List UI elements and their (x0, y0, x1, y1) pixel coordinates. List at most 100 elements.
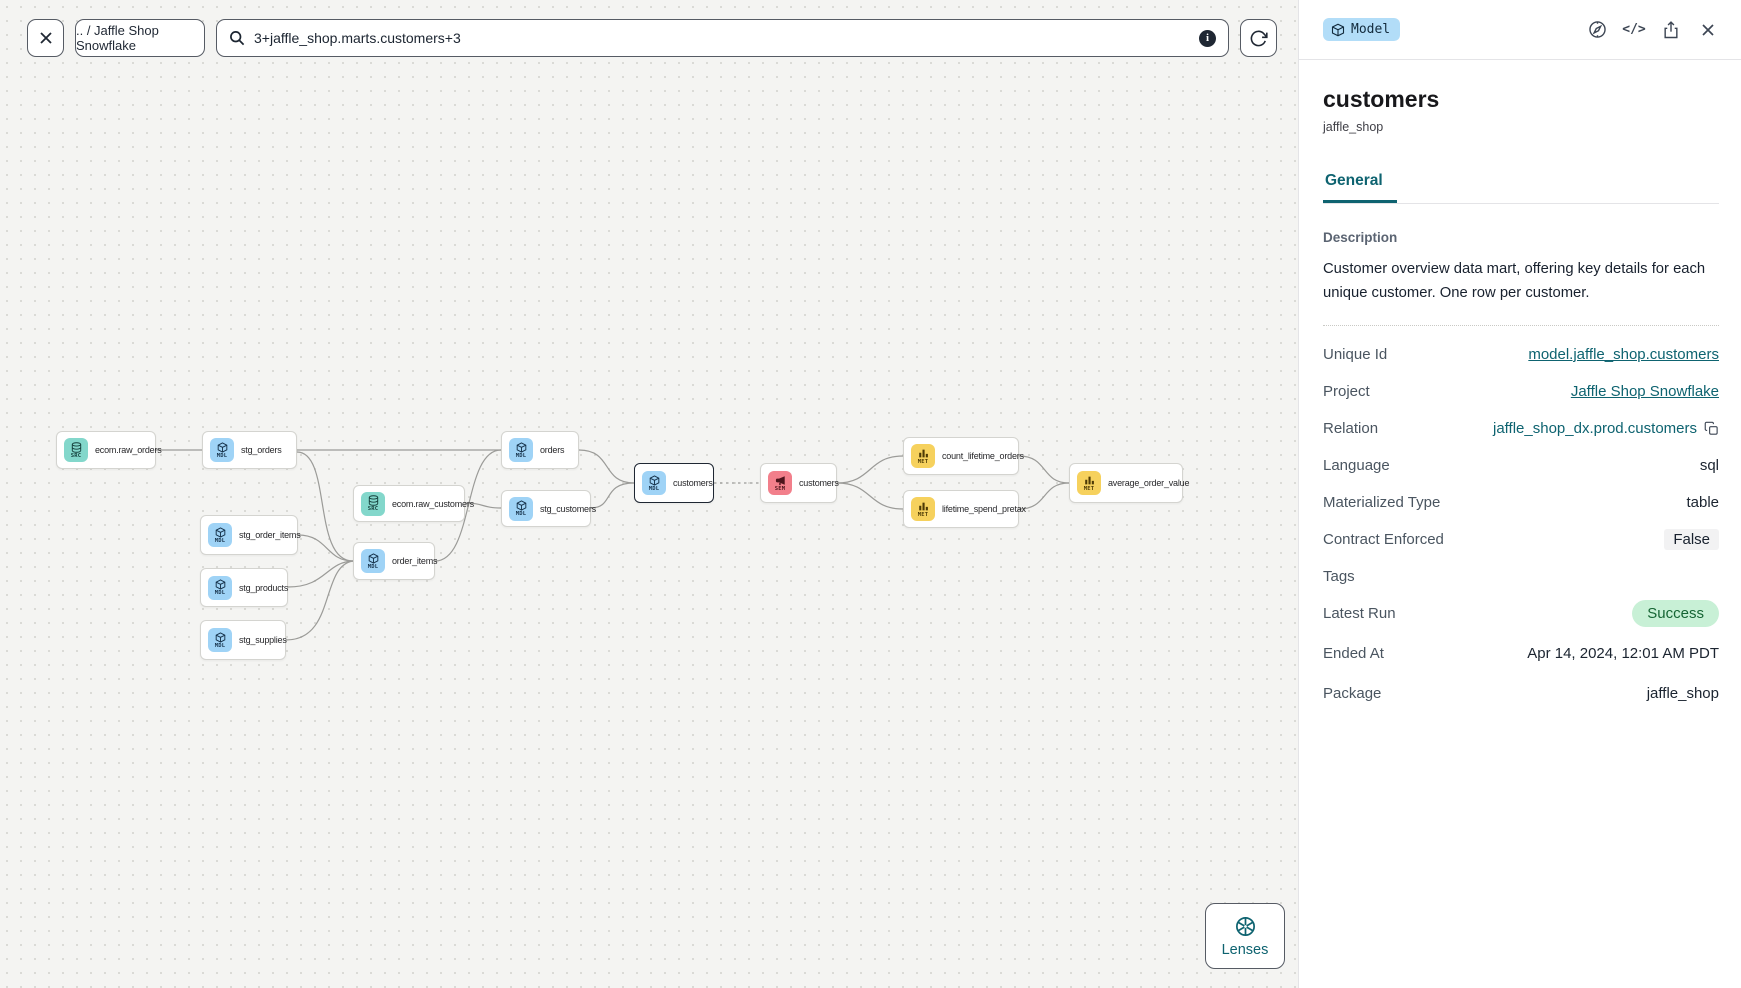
graph-edge (836, 455, 904, 484)
node-label: average_order_value (1108, 478, 1190, 488)
close-icon (1702, 23, 1714, 36)
close-lineage-button[interactable] (27, 19, 64, 57)
mdl-icon: MDL (208, 575, 232, 600)
detail-row-contract-enforced: Contract Enforced False (1323, 521, 1719, 558)
detail-label: Package (1323, 684, 1382, 702)
graph-node-stg-supplies[interactable]: MDL stg_supplies (200, 620, 287, 660)
detail-row-tags: Tags (1323, 558, 1719, 595)
unique-id-link[interactable]: model.jaffle_shop.customers (1528, 345, 1719, 363)
graph-edge (285, 560, 354, 641)
breadcrumb-label: .. / Jaffle Shop Snowflake (76, 23, 159, 53)
node-label: stg_order_items (239, 530, 301, 540)
tab-general[interactable]: General (1323, 172, 1397, 203)
relation-value: jaffle_shop_dx.prod.customers (1492, 419, 1697, 437)
detail-label: Contract Enforced (1323, 530, 1444, 548)
description-text: Customer overview data mart, offering ke… (1323, 261, 1706, 301)
contract-badge: False (1664, 528, 1719, 550)
graph-edge (1018, 455, 1070, 484)
view-code-button[interactable]: </> (1622, 19, 1645, 41)
refresh-icon (1250, 30, 1268, 46)
graph-edge (1018, 482, 1070, 510)
detail-label: Latest Run (1323, 604, 1396, 622)
node-label: customers (799, 478, 839, 488)
lenses-aperture-icon (1235, 916, 1255, 936)
detail-value: jaffle_shop_dx.prod.customers (1493, 420, 1719, 437)
node-label: stg_orders (241, 445, 282, 455)
node-label: stg_products (239, 582, 289, 593)
node-label: ecom.raw_orders (95, 445, 162, 455)
node-label: count_lifetime_orders (942, 451, 1024, 461)
detail-row-language: Language sql (1323, 447, 1719, 484)
detail-label: Ended At (1323, 644, 1384, 662)
detail-row-project: Project Jaffle Shop Snowflake (1323, 373, 1719, 410)
lenses-button[interactable]: Lenses (1205, 903, 1285, 969)
detail-value: Jaffle Shop Snowflake (1571, 383, 1719, 400)
detail-label: Tags (1323, 567, 1355, 585)
node-label: stg_customers (540, 503, 596, 514)
node-label: customers (673, 478, 713, 488)
graph-node-ecom-raw-customers[interactable]: SRC ecom.raw_customers (353, 485, 474, 522)
search-icon (230, 31, 245, 46)
mdl-icon: MDL (361, 549, 385, 573)
graph-node-order-items[interactable]: MDL order_items (353, 542, 438, 580)
graph-node-ecom-raw-orders[interactable]: SRC ecom.raw_orders (56, 431, 162, 469)
description-label: Description (1323, 230, 1398, 245)
share-button[interactable] (1660, 19, 1682, 41)
page-title: customers (1323, 86, 1440, 112)
lineage-search[interactable]: i (216, 19, 1229, 57)
node-label: orders (540, 445, 565, 455)
search-input[interactable] (254, 30, 1190, 46)
met-icon: MET (911, 497, 935, 521)
copy-icon[interactable] (1704, 421, 1719, 436)
divider (1323, 324, 1719, 326)
close-panel-button[interactable] (1697, 19, 1719, 41)
lenses-label: Lenses (1221, 941, 1269, 958)
panel-header: Model </> (1299, 0, 1741, 60)
detail-value: sql (1699, 456, 1719, 474)
src-icon: SRC (361, 491, 385, 516)
explore-compass-button[interactable] (1586, 19, 1608, 41)
graph-node-count-lifetime-orders[interactable]: MET count_lifetime_orders (903, 437, 1024, 475)
met-icon: MET (1077, 471, 1101, 495)
graph-edge (296, 451, 354, 562)
mdl-icon: MDL (208, 628, 232, 652)
detail-label: Unique Id (1323, 345, 1388, 363)
graph-node-stg-order-items[interactable]: MDL stg_order_items (200, 515, 301, 555)
detail-row-relation: Relation jaffle_shop_dx.prod.customers (1323, 410, 1719, 447)
graph-node-stg-orders[interactable]: MDL stg_orders (202, 431, 297, 469)
detail-label: Project (1323, 382, 1370, 400)
node-label: stg_supplies (239, 635, 287, 645)
mdl-icon: MDL (210, 438, 234, 462)
breadcrumb[interactable]: .. / Jaffle Shop Snowflake (75, 19, 205, 57)
project-link[interactable]: Jaffle Shop Snowflake (1570, 382, 1719, 400)
node-label: ecom.raw_customers (392, 498, 474, 509)
panel-tabs: General (1323, 172, 1719, 204)
detail-label: Language (1323, 456, 1390, 474)
met-icon: MET (911, 444, 935, 468)
info-icon[interactable]: i (1199, 29, 1216, 47)
src-icon: SRC (64, 438, 88, 462)
detail-value: Success (1632, 599, 1719, 627)
detail-label: Relation (1323, 419, 1379, 437)
detail-label: Materialized Type (1323, 493, 1441, 511)
details-panel: Model </> customers jaffle_shop General … (1298, 0, 1741, 988)
refresh-button[interactable] (1240, 19, 1277, 57)
package-subtitle: jaffle_shop (1323, 120, 1384, 134)
model-cube-icon (1331, 23, 1345, 36)
graph-node-average-order-value[interactable]: MET average_order_value (1069, 463, 1189, 503)
node-label: order_items (392, 556, 438, 566)
graph-edge (287, 560, 354, 588)
detail-row-latest-run: Latest Run Success (1323, 595, 1719, 632)
graph-node-stg-products[interactable]: MDL stg_products (200, 568, 288, 607)
mdl-icon: MDL (208, 523, 232, 547)
resource-type-badge[interactable]: Model (1323, 18, 1401, 41)
